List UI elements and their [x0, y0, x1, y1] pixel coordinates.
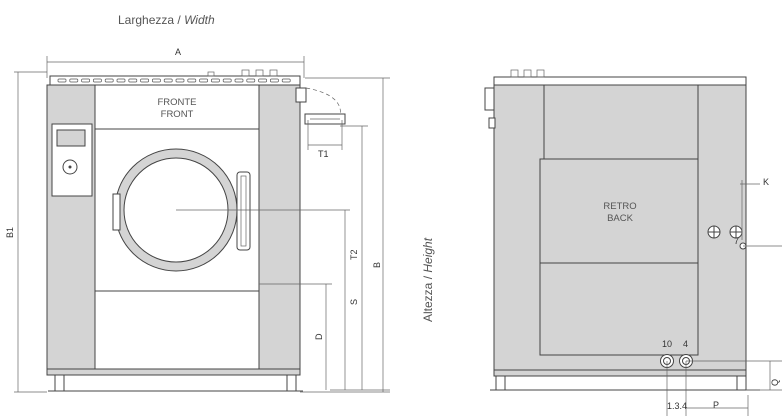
front-foot-right — [286, 374, 297, 392]
lower-panel — [94, 290, 260, 370]
dimension-label-q: Q — [770, 379, 780, 386]
control-display — [56, 129, 86, 147]
dimension-label-b: B — [372, 262, 382, 268]
back-foot-left — [495, 375, 506, 391]
top-slot — [57, 78, 67, 83]
front-view: A FRONTE FRONT — [5, 47, 390, 393]
top-slot — [211, 78, 220, 83]
top-slot — [152, 78, 161, 83]
back-lower-panel — [539, 262, 699, 356]
back-label-2: BACK — [607, 213, 634, 224]
top-slot — [234, 78, 244, 83]
back-label-1: RETRO — [603, 201, 636, 212]
back-foot-right — [736, 375, 747, 391]
dimension-label-a: A — [175, 47, 181, 57]
connection-label-4: 4 — [683, 339, 688, 349]
top-slot — [270, 78, 279, 83]
top-slot — [187, 78, 197, 83]
front-foot-left — [54, 374, 65, 392]
width-title: Larghezza / Width — [118, 13, 215, 27]
top-slot — [81, 78, 90, 83]
back-top-panel — [493, 76, 747, 86]
dimension-label-b1: B1 — [5, 227, 15, 238]
top-slot — [163, 78, 173, 83]
back-center-panel — [539, 158, 699, 264]
top-slot — [69, 78, 79, 83]
dimension-label-d: D — [314, 333, 324, 340]
height-title: Altezza / Height — [421, 237, 435, 322]
dimension-label-s: S — [349, 299, 359, 305]
front-top-panel — [94, 84, 260, 130]
door-handle — [236, 171, 251, 251]
back-upper-panel — [543, 84, 699, 160]
front-label-2: FRONT — [161, 109, 194, 120]
dimension-label-k: K — [763, 177, 769, 187]
dimension-label-t1: T1 — [318, 149, 329, 159]
top-slot — [116, 78, 126, 83]
dimension-label-p: P — [713, 400, 719, 410]
connection-label-7: 7 — [734, 236, 739, 246]
control-knob — [62, 159, 78, 175]
top-slot — [199, 78, 208, 83]
top-slot — [222, 78, 232, 83]
top-slot — [175, 78, 185, 83]
top-slot — [140, 78, 149, 83]
top-slot — [128, 78, 138, 83]
top-slot — [258, 78, 267, 83]
top-slot — [281, 78, 291, 83]
back-view: RETRO BACK 7 K 10 4 — [484, 69, 782, 416]
door-hinge — [112, 193, 121, 231]
top-slot — [104, 78, 114, 83]
top-slot — [93, 78, 102, 83]
connection-label-10: 10 — [662, 339, 672, 349]
connection-label-134: 1.3.4 — [667, 401, 687, 411]
front-label-1: FRONTE — [157, 97, 196, 108]
back-connectors — [707, 225, 743, 239]
top-panel — [49, 75, 301, 86]
top-slot — [246, 78, 256, 83]
top-slots — [57, 78, 291, 83]
dimension-label-t2: T2 — [349, 249, 359, 260]
